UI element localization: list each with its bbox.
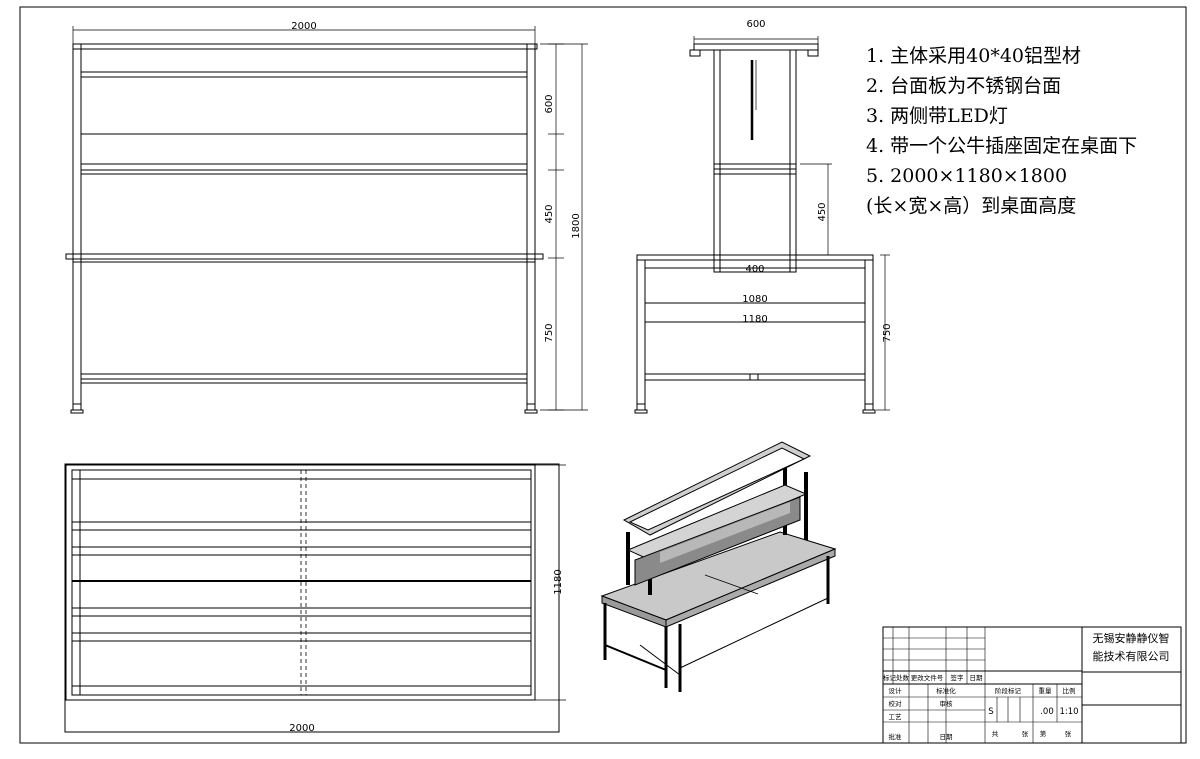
- front-width-dim: 2000: [291, 21, 316, 32]
- top-dim-2000: 2000: [289, 723, 314, 734]
- isometric-view: [600, 441, 837, 692]
- tb-date: 日期: [940, 733, 954, 741]
- side-view: [634, 36, 890, 414]
- tb-check: 校对: [889, 699, 903, 708]
- tb-design: 设计: [889, 686, 903, 695]
- note-5: 5. 2000×1180×1800: [866, 165, 1067, 187]
- side-dim-750: 750: [882, 323, 893, 342]
- top-view: [64, 463, 566, 733]
- note-6: (长×宽×高）到桌面高度: [866, 195, 1076, 217]
- tb-weight-value: .00: [1040, 707, 1054, 717]
- tb-total: 共: [992, 729, 999, 738]
- tb-process: 工艺: [889, 713, 903, 721]
- tb-audit: 审核: [940, 699, 954, 708]
- tb-sign: 签字: [951, 673, 965, 682]
- note-1: 1. 主体采用40*40铝型材: [866, 45, 1081, 67]
- front-dim-750: 750: [544, 323, 555, 342]
- side-dim-600: 600: [746, 19, 765, 30]
- note-2: 2. 台面板为不锈钢台面: [866, 75, 1061, 97]
- company-name-line1: 无锡安静静仪智: [1093, 631, 1170, 645]
- tb-scale: 比例: [1063, 686, 1076, 695]
- tb-date-header: 日期: [970, 674, 984, 682]
- front-dim-450: 450: [544, 204, 555, 223]
- note-4: 4. 带一个公牛插座固定在桌面下: [866, 135, 1137, 157]
- spec-notes: 1. 主体采用40*40铝型材 2. 台面板为不锈钢台面 3. 两侧带LED灯 …: [866, 45, 1137, 217]
- tb-no: 第: [1040, 729, 1047, 738]
- side-dim-400: 400: [745, 264, 764, 275]
- tb-sheet: 张: [1022, 729, 1029, 738]
- tb-weight: 重量: [1039, 687, 1053, 695]
- top-dim-1180: 1180: [553, 569, 564, 594]
- tb-scale-value: 1:10: [1059, 707, 1078, 717]
- tb-stage-s: S: [988, 707, 993, 717]
- tb-approve: 批准: [889, 732, 903, 741]
- side-dim-1180: 1180: [742, 314, 767, 325]
- note-3: 3. 两侧带LED灯: [866, 105, 1008, 127]
- drawing-frame: [19, 6, 1187, 744]
- title-block: [882, 626, 1182, 744]
- tb-mark-count: 标记处数: [883, 673, 910, 682]
- side-dim-1080: 1080: [742, 294, 767, 305]
- tb-sheet2: 张: [1065, 729, 1072, 738]
- company-name-line2: 能技术有限公司: [1093, 649, 1170, 663]
- tb-standardize: 标准化: [936, 686, 956, 695]
- front-dim-1800: 1800: [571, 213, 582, 238]
- tb-stage-mark: 阶段标记: [995, 686, 1022, 695]
- side-dim-450: 450: [817, 202, 828, 221]
- tb-change-doc: 更改文件号: [911, 673, 944, 682]
- front-view: [65, 26, 588, 414]
- front-dim-600: 600: [544, 94, 555, 113]
